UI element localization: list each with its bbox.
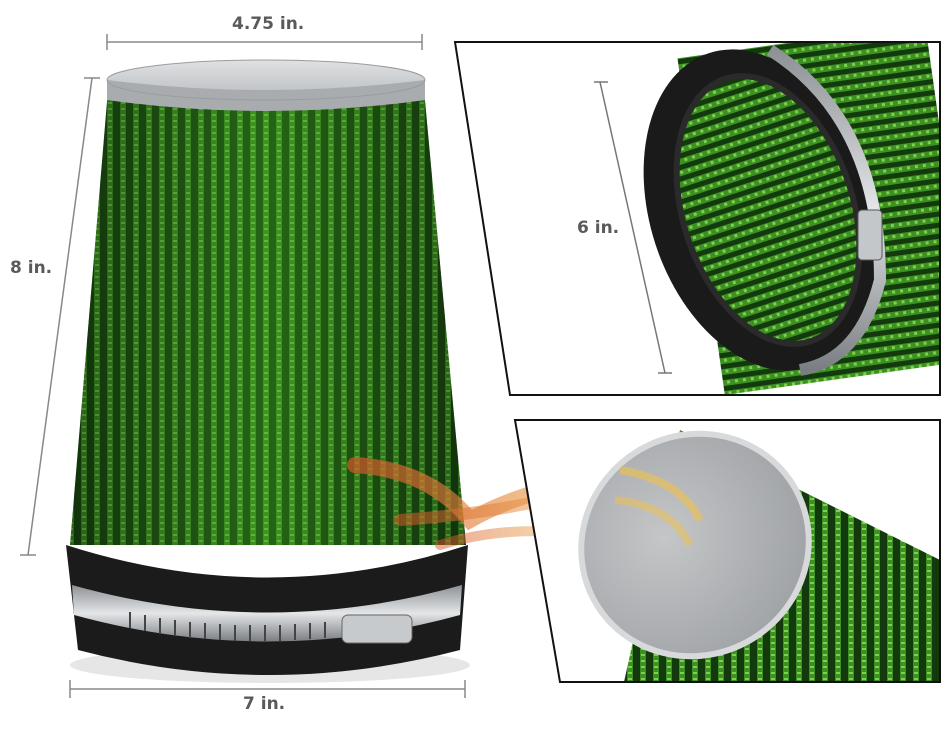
flange-diameter-label: 6 in. <box>577 218 620 238</box>
clamp-screw <box>341 614 413 644</box>
inset-cap-detail <box>513 419 941 683</box>
base-diameter-label: 7 in. <box>243 694 286 714</box>
dimension-lines <box>20 34 466 698</box>
height-label: 8 in. <box>10 258 53 278</box>
top-diameter-label: 4.75 in. <box>232 14 305 34</box>
main-filter <box>66 59 470 683</box>
inset-flange-detail <box>453 41 941 396</box>
